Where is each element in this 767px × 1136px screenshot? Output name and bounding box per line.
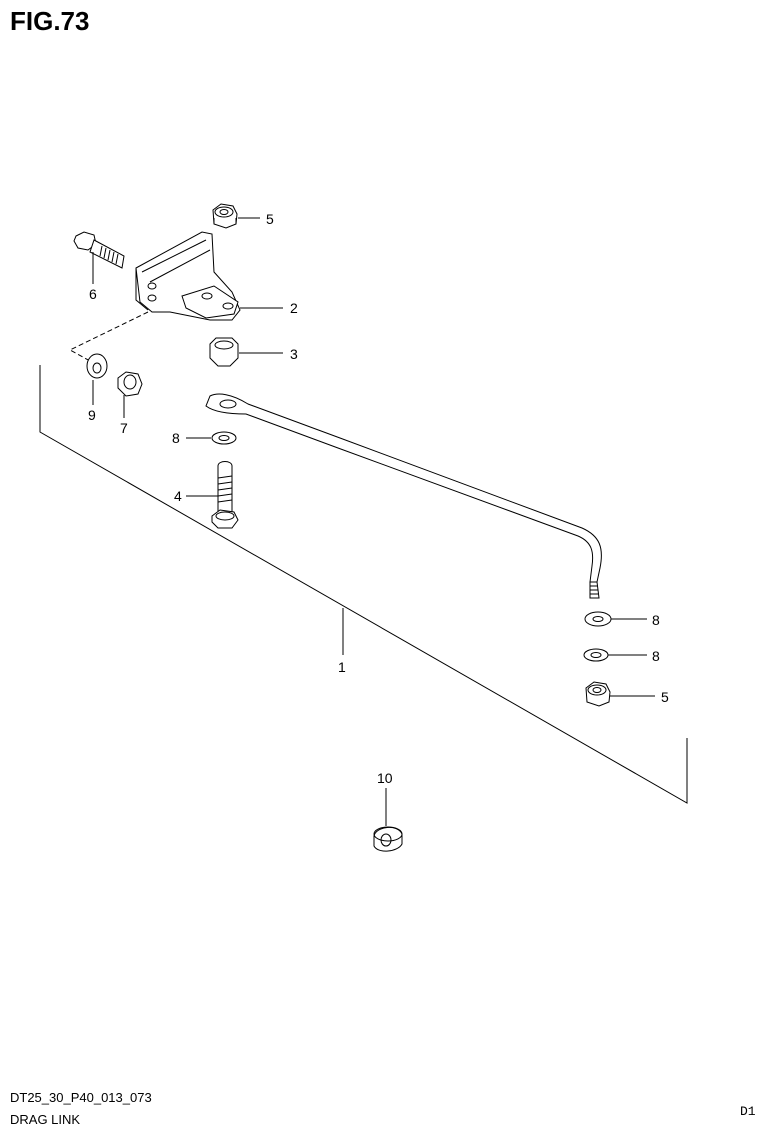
grommet-part: [373, 826, 403, 852]
figure-title: FIG.73: [10, 6, 90, 36]
nut-7-part: [117, 371, 143, 397]
nut-bottom-part: [585, 681, 611, 707]
callout-8-right-a: 8: [652, 612, 660, 628]
diagram-code: DT25_30_P40_013_073: [10, 1090, 152, 1105]
washer-9-part: [86, 353, 108, 379]
page-mark: D1: [740, 1104, 756, 1119]
washer-8-right-a-part: [584, 611, 612, 627]
alignment-line: [68, 311, 149, 363]
callout-6: 6: [89, 286, 97, 302]
callout-8-right-b: 8: [652, 648, 660, 664]
callout-4: 4: [174, 488, 182, 504]
drag-link-rod: [205, 393, 602, 599]
washer-8-right-b-part: [583, 648, 609, 662]
bolt-part: [73, 231, 125, 269]
callout-10: 10: [377, 770, 393, 786]
nut-top-part: [212, 203, 238, 229]
callout-8-left: 8: [172, 430, 180, 446]
bolt-4-part: [211, 461, 239, 529]
callout-2: 2: [290, 300, 298, 316]
collar-part: [209, 337, 239, 367]
callout-9: 9: [88, 407, 96, 423]
callout-7: 7: [120, 420, 128, 436]
washer-8-left-part: [211, 431, 237, 445]
callout-3: 3: [290, 346, 298, 362]
diagram-name: DRAG LINK: [10, 1112, 81, 1127]
callout-1: 1: [338, 659, 346, 675]
assembly-bracket-line: [39, 365, 688, 804]
callout-5-top: 5: [266, 211, 274, 227]
callout-5-bottom: 5: [661, 689, 669, 705]
bracket-part: [135, 231, 241, 321]
